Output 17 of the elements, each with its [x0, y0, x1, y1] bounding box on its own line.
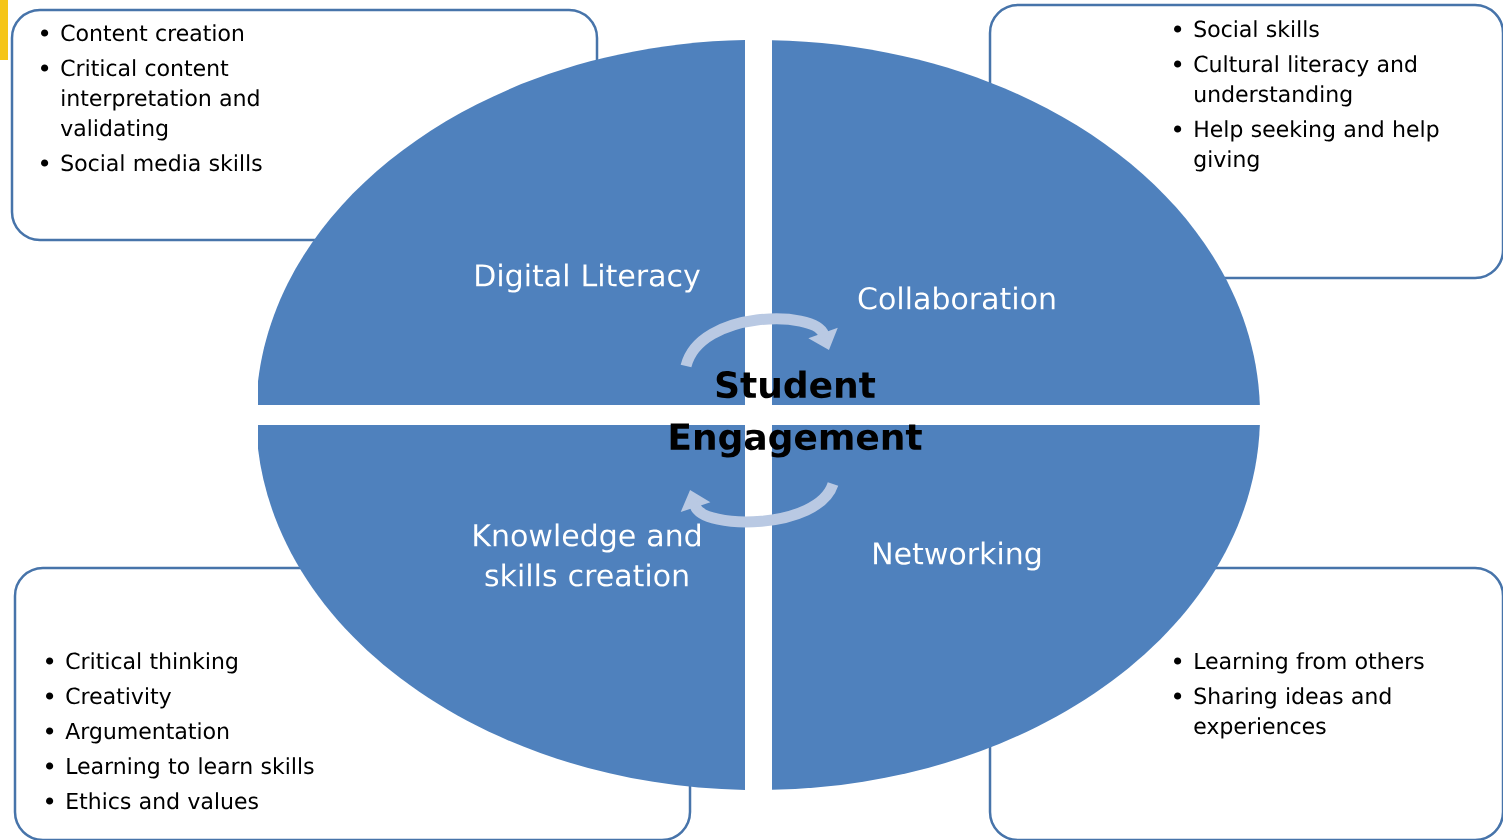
- bullet-item: Creativity: [46, 687, 172, 709]
- quadrant-label: Collaboration: [858, 286, 1055, 310]
- quadrant-label: Knowledge and skills creation: [474, 523, 700, 587]
- bullet-item: Cultural literacy and understanding: [1174, 55, 1416, 107]
- bullet-item: Help seeking and help giving: [1174, 120, 1439, 172]
- bullet-item: Social skills: [1174, 20, 1319, 38]
- bullet-item: Ethics and values: [46, 792, 258, 810]
- bullet-item: Critical thinking: [46, 652, 237, 674]
- quadrant-label: Digital Literacy: [476, 263, 700, 293]
- bullet-item: Sharing ideas and experiences: [1174, 687, 1391, 739]
- bullet-item: Content creation: [41, 24, 243, 42]
- bullet-item: Argumentation: [46, 722, 229, 744]
- quadrant-label: Networking: [874, 541, 1041, 571]
- bullet-item: Learning to learn skills: [46, 757, 314, 779]
- bullet-item: Learning from others: [1174, 652, 1424, 674]
- bullet-item: Social media skills: [41, 154, 262, 172]
- bullet-item: Critical content interpretation and validating: [41, 59, 259, 141]
